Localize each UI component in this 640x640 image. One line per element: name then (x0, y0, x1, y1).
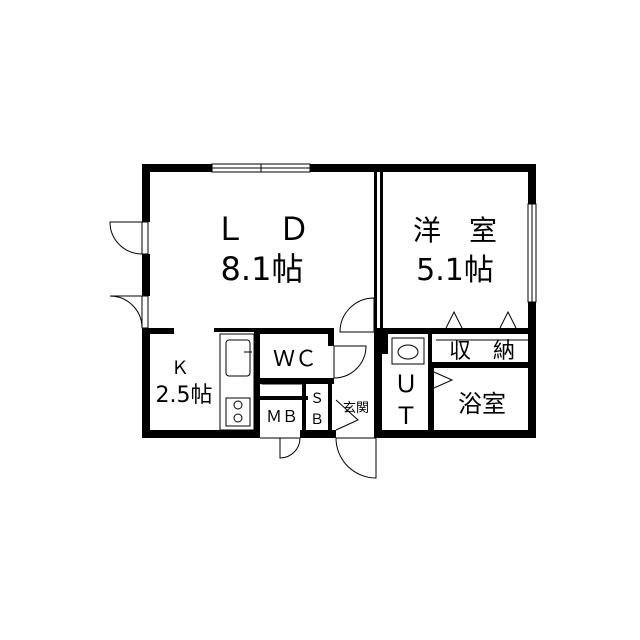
wc-toilet (261, 379, 303, 385)
left-wall-mid (142, 254, 150, 296)
wc-door-swing[interactable] (333, 345, 367, 379)
interior-walls (142, 172, 536, 438)
kitchen-stove (225, 397, 251, 427)
kitchen-counter (219, 333, 255, 431)
outer-walls (142, 164, 536, 438)
right-wall-top (528, 164, 536, 204)
bath-label: 浴室 (458, 390, 506, 418)
mb-sb-wall (302, 384, 306, 430)
wc-label: ＷＣ (273, 347, 317, 372)
kitchen-sink (225, 339, 251, 377)
ld-size: 8.1帖 (221, 250, 304, 288)
left-door-1[interactable] (141, 221, 149, 255)
wc-top-wall (254, 328, 334, 334)
ld-door-swing[interactable] (339, 297, 375, 333)
bath-door[interactable] (433, 371, 454, 389)
storage-door-2[interactable] (499, 310, 517, 329)
labels: Ｌ Ｄ 8.1帖 洋 室 5.1帖 Ｋ 2.5帖 ＷＣ 収 納 浴室 Ｕ Ｔ Ｍ… (156, 210, 516, 430)
bottom-wall-mid (300, 430, 336, 438)
western-label: 洋 室 (413, 214, 497, 247)
basin-right-wall (428, 334, 432, 366)
sb-right-wall (328, 384, 332, 430)
ut-right-wall (428, 366, 434, 438)
mb-door-swing[interactable] (260, 437, 301, 459)
pillar (374, 334, 388, 354)
sb-s-label: Ｓ (310, 391, 324, 407)
left-wall-bottom (142, 328, 150, 438)
ld-western-partition (374, 172, 377, 332)
sb-b-label: Ｂ (310, 412, 324, 428)
right-wall-bottom (528, 302, 536, 438)
kitchen-size: 2.5帖 (156, 383, 213, 408)
ut-u-label: Ｕ (394, 370, 418, 398)
ld-label: Ｌ Ｄ (214, 210, 310, 248)
top-wall-right (310, 164, 536, 172)
wc-bottom-wall (254, 378, 334, 384)
kitchen-label: Ｋ (171, 358, 189, 379)
counter-top-wall (214, 328, 254, 332)
left-door-1-swing (109, 221, 143, 255)
storage-door-1[interactable] (445, 310, 463, 329)
doors (109, 221, 517, 479)
entrance-step (335, 399, 359, 431)
entrance-label: 玄関 (343, 401, 369, 416)
washbasin (391, 337, 425, 365)
ld-western-partition-2 (380, 172, 383, 332)
left-door-2[interactable] (141, 295, 149, 329)
windows (211, 163, 537, 303)
entrance-door-swing[interactable] (335, 437, 377, 479)
mb-top-wall (260, 396, 308, 400)
wc-right-wall (328, 334, 334, 346)
entrance-right-wall (374, 334, 382, 438)
left-wall-top (142, 164, 150, 222)
storage-label: 収 納 (449, 339, 515, 364)
top-wall-left (142, 164, 212, 172)
fixtures (219, 333, 528, 431)
ut-t-label: Ｔ (394, 402, 418, 430)
left-door-2-swing (109, 295, 143, 329)
storage-bottom-wall (430, 362, 536, 368)
mb-label: ＭＢ (266, 407, 298, 426)
bottom-wall-right (376, 430, 536, 438)
bottom-wall-left (142, 430, 260, 438)
ld-kitchen-wall (142, 328, 174, 334)
western-size: 5.1帖 (416, 253, 494, 288)
western-bottom-wall (374, 328, 536, 334)
